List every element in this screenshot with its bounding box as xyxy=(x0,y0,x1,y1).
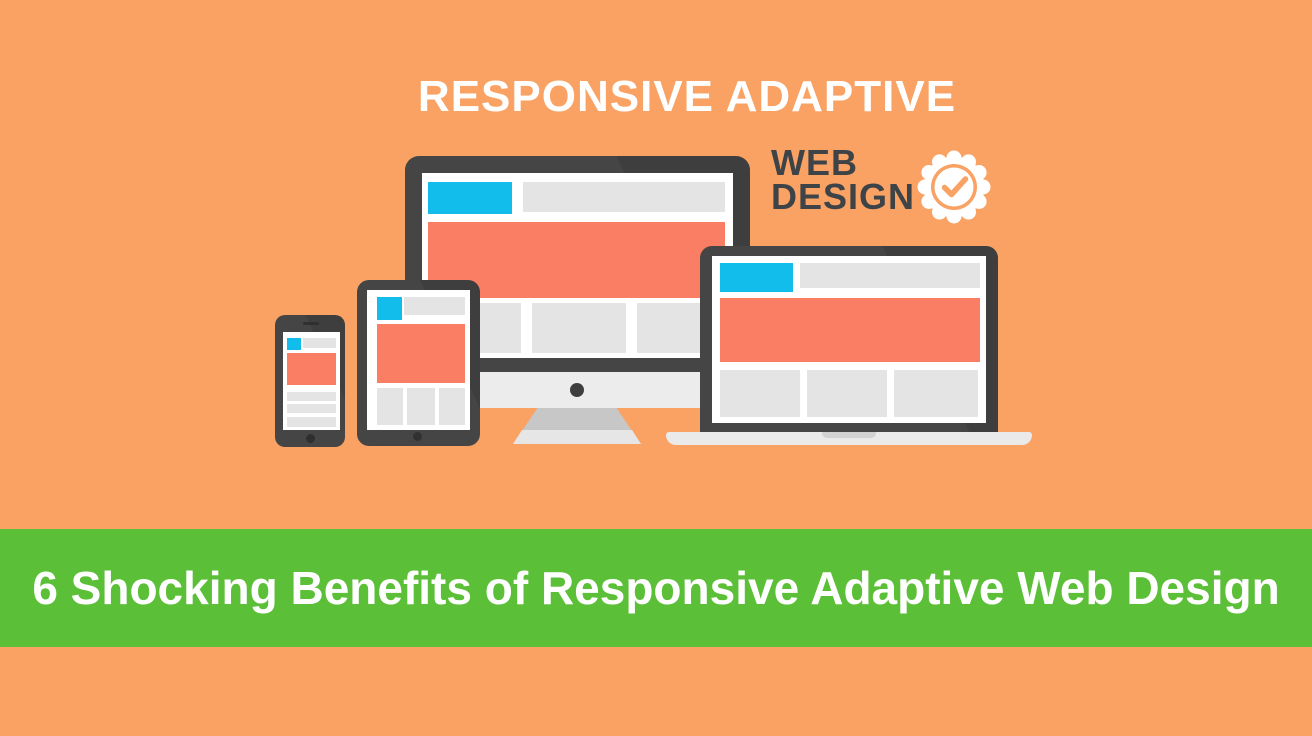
laptop-content-block xyxy=(720,370,800,417)
phone-screen xyxy=(283,332,340,430)
phone-content-block xyxy=(287,404,336,413)
tablet-nav-block xyxy=(404,297,465,315)
laptop-logo-block xyxy=(720,263,793,292)
phone-logo-block xyxy=(287,338,301,350)
laptop-screen xyxy=(712,256,986,423)
monitor-nav-block xyxy=(523,182,725,212)
badge-check-icon xyxy=(917,150,991,224)
monitor-logo-block xyxy=(428,182,512,214)
monitor-camera-dot xyxy=(570,383,584,397)
page-title: RESPONSIVE ADAPTIVE xyxy=(417,72,957,121)
phone-nav-block xyxy=(303,338,336,348)
laptop-content-block xyxy=(807,370,887,417)
laptop-nav-block xyxy=(800,263,980,288)
phone-content-block xyxy=(287,392,336,401)
laptop-illustration xyxy=(700,246,998,432)
laptop-content-block xyxy=(894,370,978,417)
phone-content-block xyxy=(287,417,336,427)
laptop-hinge-notch xyxy=(822,432,876,438)
phone-hero-block xyxy=(287,353,336,385)
phone-illustration xyxy=(275,315,345,447)
web-design-line2: DESIGN xyxy=(771,176,916,217)
tablet-content-block xyxy=(439,388,465,425)
monitor-stand xyxy=(522,408,632,431)
tablet-home-button xyxy=(413,432,422,441)
tablet-hero-block xyxy=(377,324,465,383)
tablet-illustration xyxy=(357,280,480,446)
web-design-label: WEB DESIGN xyxy=(771,142,916,217)
tablet-content-block xyxy=(377,388,403,425)
phone-speaker xyxy=(303,322,319,325)
laptop-hero-block xyxy=(720,298,980,362)
phone-home-button xyxy=(306,434,315,443)
laptop-base xyxy=(666,432,1032,445)
tablet-screen xyxy=(367,290,470,430)
monitor-base xyxy=(513,430,641,444)
headline-banner: 6 Shocking Benefits of Responsive Adapti… xyxy=(0,529,1312,647)
headline-text: 6 Shocking Benefits of Responsive Adapti… xyxy=(32,562,1280,614)
tablet-content-block xyxy=(407,388,435,425)
tablet-logo-block xyxy=(377,297,402,320)
web-design-line1: WEB xyxy=(771,142,858,183)
monitor-content-block xyxy=(532,303,626,353)
